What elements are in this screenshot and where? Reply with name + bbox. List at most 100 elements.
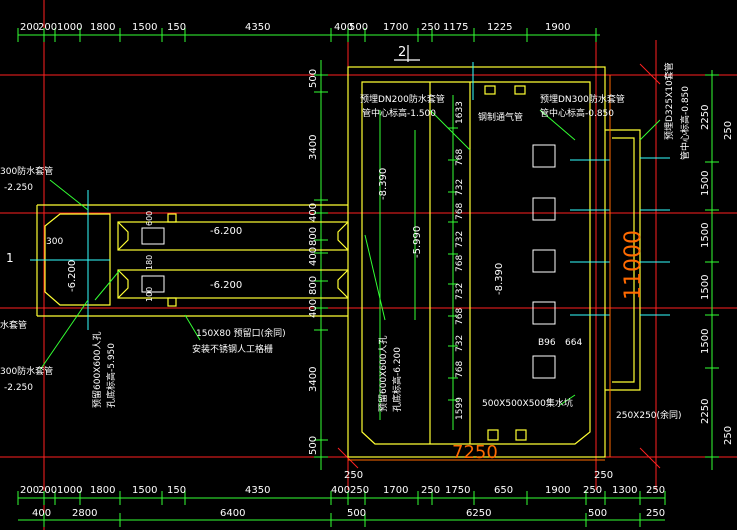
label-664: 664 [565, 338, 582, 348]
dim-top-200b: 200 [38, 22, 57, 33]
elev-a: -8.390 [378, 168, 389, 200]
dim-bot-250b: 250 [421, 485, 440, 496]
elev-b: -5.990 [412, 226, 423, 258]
dim-left-500b: 500 [308, 436, 319, 455]
dim-right-2250b: 2250 [700, 399, 711, 424]
dim-top-1000: 1000 [57, 22, 82, 33]
dim-right-1500a: 1500 [700, 171, 711, 196]
leader-lines [39, 109, 661, 406]
dim-left-800a: 800 [308, 227, 319, 246]
axis-tick [639, 63, 661, 85]
dim-bot-150: 150 [167, 485, 186, 496]
dim-tank-732b: 732 [455, 231, 465, 248]
label-pipe-top-left: 预埋DN200防水套管 [360, 93, 445, 105]
label-300: 300 [46, 237, 63, 247]
section-mark-2: 2 [398, 45, 406, 60]
axis-mark-1: 1 [6, 251, 14, 265]
dim-bot-250d: 250 [646, 485, 665, 496]
right-column-dims: 2250 1500 1500 1500 1500 2250 250 250 [700, 105, 734, 445]
axis-tick [639, 447, 661, 469]
dim-bot2-400: 400 [32, 508, 51, 519]
dim-top-1700: 1700 [383, 22, 408, 33]
dim-bot-1500: 1500 [132, 485, 157, 496]
label-left-hole-2: 孔底标高-5.950 [105, 343, 117, 408]
dim-right-1500c: 1500 [700, 275, 711, 300]
dim-right-far-250b: 250 [723, 426, 734, 445]
dim-small-250: 250 [594, 470, 613, 481]
cyan-markers [30, 62, 670, 330]
dim-tank-768e: 768 [455, 361, 465, 378]
label-grate-2: 安装不锈钢人工格栅 [192, 343, 273, 355]
dim-top-1800: 1800 [90, 22, 115, 33]
dim-top-400: 400 [334, 22, 353, 33]
dim-left-400c: 400 [308, 299, 319, 318]
label-left-d300-a: 300防水套管 [0, 165, 53, 177]
dim-tank-1633: 1633 [455, 101, 465, 124]
dim-bot-250a: 250 [350, 485, 369, 496]
elev-left: -6.200 [67, 260, 78, 292]
dim-bot2-6250: 6250 [466, 508, 491, 519]
section-marker [394, 45, 420, 62]
label-vent-pipe: 钢制通气管 [478, 111, 523, 123]
label-sump: 500X500X500集水坑 [482, 397, 573, 409]
dim-tank-732c: 732 [455, 283, 465, 300]
opening-square [532, 249, 556, 273]
dim-bot-250c: 250 [583, 485, 602, 496]
dim-bot2-2800: 2800 [72, 508, 97, 519]
right-chamber-inner [612, 137, 635, 383]
label-v600a: 600 [145, 211, 154, 226]
right-chamber [605, 129, 641, 391]
axis-tick [337, 447, 359, 469]
dim-bot-200b: 200 [38, 485, 57, 496]
elev-pipe-lower: -6.200 [210, 280, 242, 291]
dim-bot-1700: 1700 [383, 485, 408, 496]
dim-tank-732a: 732 [455, 179, 465, 196]
dim-tank-732d: 732 [455, 335, 465, 352]
dim-bot-400: 400 [331, 485, 350, 496]
label-grate: 150X80 预留口(余同) [196, 327, 286, 339]
dim-tank-768a: 768 [455, 149, 465, 166]
label-v180: 180 [145, 255, 154, 270]
label-b896: B96 [538, 338, 556, 348]
dim-bot-1800: 1800 [90, 485, 115, 496]
opening-rect [141, 275, 165, 293]
dim-bot-1000: 1000 [57, 485, 82, 496]
tank-internal-dims: 1633 768 732 768 732 768 732 768 732 768… [455, 101, 465, 420]
dim-bot-200a: 200 [20, 485, 39, 496]
left-well [44, 213, 111, 306]
label-left-d300-a2: -2.250 [4, 183, 33, 193]
dim-top-1175: 1175 [443, 22, 468, 33]
dim-left-400b: 400 [308, 247, 319, 266]
dim-left-400a: 400 [308, 203, 319, 222]
dim-bot2-6400: 6400 [220, 508, 245, 519]
dim-top-1225: 1225 [487, 22, 512, 33]
label-v100: 100 [145, 287, 154, 302]
dim-top-500: 500 [349, 22, 368, 33]
dim-bot2-500: 500 [347, 508, 366, 519]
dimension-texts: 200 200 1000 1800 1500 150 4350 400 500 … [20, 22, 665, 519]
label-left-d300-b: 水套管 [0, 319, 27, 331]
dim-top-250: 250 [421, 22, 440, 33]
dim-right-far-250a: 250 [723, 121, 734, 140]
overall-dims [348, 75, 611, 461]
dim-tank-768b: 768 [455, 203, 465, 220]
annotations: 预埋DN200防水套管 管中心标高-1.500 预埋DN300防水套管 管中心标… [0, 45, 691, 421]
dim-top-4350: 4350 [245, 22, 270, 33]
overall-height-dim: 11000 [621, 230, 646, 300]
pipe-lower [117, 269, 349, 299]
dim-small-250b: 250 [344, 470, 363, 481]
label-left-hole: 预留600X600人孔 [91, 331, 103, 408]
dim-left-800b: 800 [308, 276, 319, 295]
label-right-pipe-2: 管中心标高-0.850 [679, 86, 691, 160]
left-column-dims: 500 3400 400 800 400 800 400 3400 500 [308, 69, 319, 455]
dim-right-2250a: 2250 [700, 105, 711, 130]
dim-top-150: 150 [167, 22, 186, 33]
dim-bot-650: 650 [494, 485, 513, 496]
dim-top-1500: 1500 [132, 22, 157, 33]
dim-tank-768c: 768 [455, 255, 465, 272]
dim-tank-768d: 768 [455, 308, 465, 325]
dim-bot-1750: 1750 [445, 485, 470, 496]
dim-bot2-500b: 500 [588, 508, 607, 519]
